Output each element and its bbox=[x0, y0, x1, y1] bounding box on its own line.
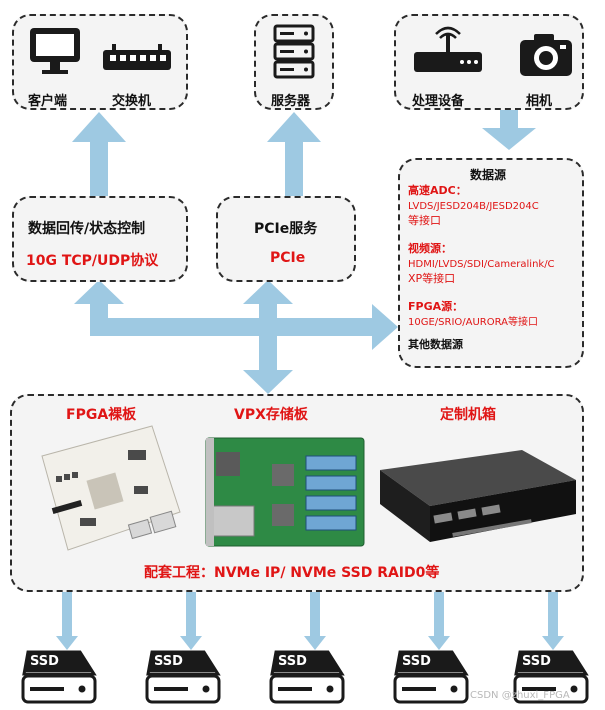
devices-box: 处理设备 相机 bbox=[394, 14, 584, 110]
ssd-label: SSD bbox=[148, 652, 216, 672]
video-interfaces-cont: XP等接口 bbox=[408, 272, 456, 285]
processing-device-label: 处理设备 bbox=[412, 94, 465, 109]
router-icon bbox=[414, 26, 482, 72]
pcie-service-box: PCIe服务 PCIe bbox=[216, 196, 356, 282]
video-interfaces: HDMI/LVDS/SDI/Cameralink/C bbox=[408, 259, 555, 270]
ssd-label: SSD bbox=[272, 652, 340, 672]
fpga-source-interfaces: 10GE/SRIO/AURORA等接口 bbox=[408, 317, 539, 328]
fpga-board-image bbox=[41, 425, 181, 551]
data-control-box: 数据回传/状态控制 10G TCP/UDP协议 bbox=[12, 196, 188, 282]
ssd-drive-icon: SSD bbox=[512, 648, 590, 706]
data-control-protocol: 10G TCP/UDP协议 bbox=[26, 253, 159, 269]
vpx-board-image bbox=[205, 437, 365, 547]
camera-label: 相机 bbox=[526, 94, 553, 109]
camera-icon bbox=[520, 34, 572, 76]
fpga-source-heading: FPGA源： bbox=[408, 300, 464, 313]
clients-box: 客户端 交换机 bbox=[12, 14, 188, 110]
datasource-title: 数据源 bbox=[470, 168, 507, 182]
chassis-image bbox=[380, 450, 576, 542]
data-control-title: 数据回传/状态控制 bbox=[28, 221, 146, 237]
ssd-drive-icon: SSD bbox=[20, 648, 98, 706]
vpx-board-title: VPX存储板 bbox=[234, 407, 308, 423]
ssd-label: SSD bbox=[396, 652, 464, 672]
video-heading: 视频源： bbox=[408, 242, 452, 255]
ssd-drive-icon: SSD bbox=[392, 648, 470, 706]
hardware-box: FPGA裸板 VPX存储板 定制机箱 bbox=[10, 394, 584, 592]
client-monitor-icon bbox=[30, 28, 80, 74]
supporting-projects: 配套工程：NVMe IP/ NVMe SSD RAID0等 bbox=[144, 565, 440, 581]
ssd-drive-icon: SSD bbox=[268, 648, 346, 706]
datasource-box: 数据源 高速ADC： LVDS/JESD204B/JESD204C 等接口 视频… bbox=[398, 158, 584, 368]
switch-label: 交换机 bbox=[112, 94, 152, 109]
pcie-service-title: PCIe服务 bbox=[254, 221, 318, 237]
server-box: 服务器 bbox=[254, 14, 334, 110]
adc-interfaces-cont: 等接口 bbox=[408, 214, 441, 227]
switch-icon bbox=[103, 44, 171, 70]
ssd-label: SSD bbox=[24, 652, 92, 672]
other-datasource: 其他数据源 bbox=[408, 338, 463, 351]
adc-interfaces: LVDS/JESD204B/JESD204C bbox=[408, 201, 539, 212]
pcie-service-protocol: PCIe bbox=[270, 250, 306, 266]
fpga-board-title: FPGA裸板 bbox=[66, 407, 137, 423]
server-icon bbox=[273, 24, 315, 79]
server-label: 服务器 bbox=[271, 94, 311, 109]
ssd-drive-icon: SSD bbox=[144, 648, 222, 706]
adc-heading: 高速ADC： bbox=[408, 184, 467, 197]
chassis-title: 定制机箱 bbox=[440, 407, 496, 423]
csdn-watermark: CSDN @zhuxi_FPGA bbox=[470, 690, 570, 701]
client-label: 客户端 bbox=[28, 94, 68, 109]
ssd-label: SSD bbox=[516, 652, 584, 672]
